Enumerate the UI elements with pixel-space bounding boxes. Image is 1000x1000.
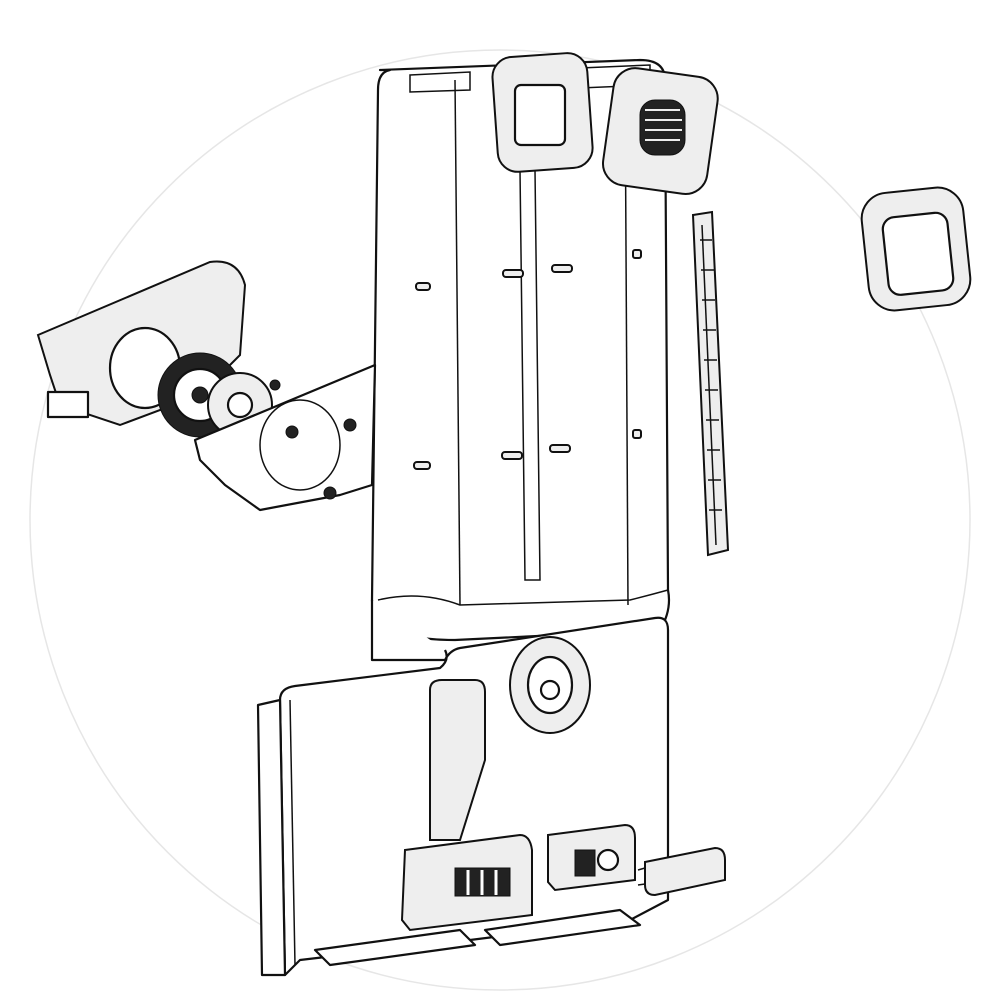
- vent-grill-left: [491, 52, 594, 173]
- vent-grill-right: [602, 67, 719, 195]
- background-circle: [29, 49, 971, 991]
- panel-slots: [413, 249, 642, 470]
- square-cover-cap: [860, 186, 972, 312]
- wire-connector: [637, 846, 726, 897]
- sensor-module: [547, 823, 636, 892]
- motor-bracket: [193, 363, 377, 512]
- bottom-clips: [313, 908, 642, 967]
- gasket-strip: [691, 210, 730, 557]
- grill-slots: [639, 99, 686, 156]
- heater-housing: [400, 833, 533, 932]
- water-tube-channel: [429, 679, 486, 841]
- lower-duct-panel: [256, 600, 670, 977]
- drain-port: [509, 636, 591, 734]
